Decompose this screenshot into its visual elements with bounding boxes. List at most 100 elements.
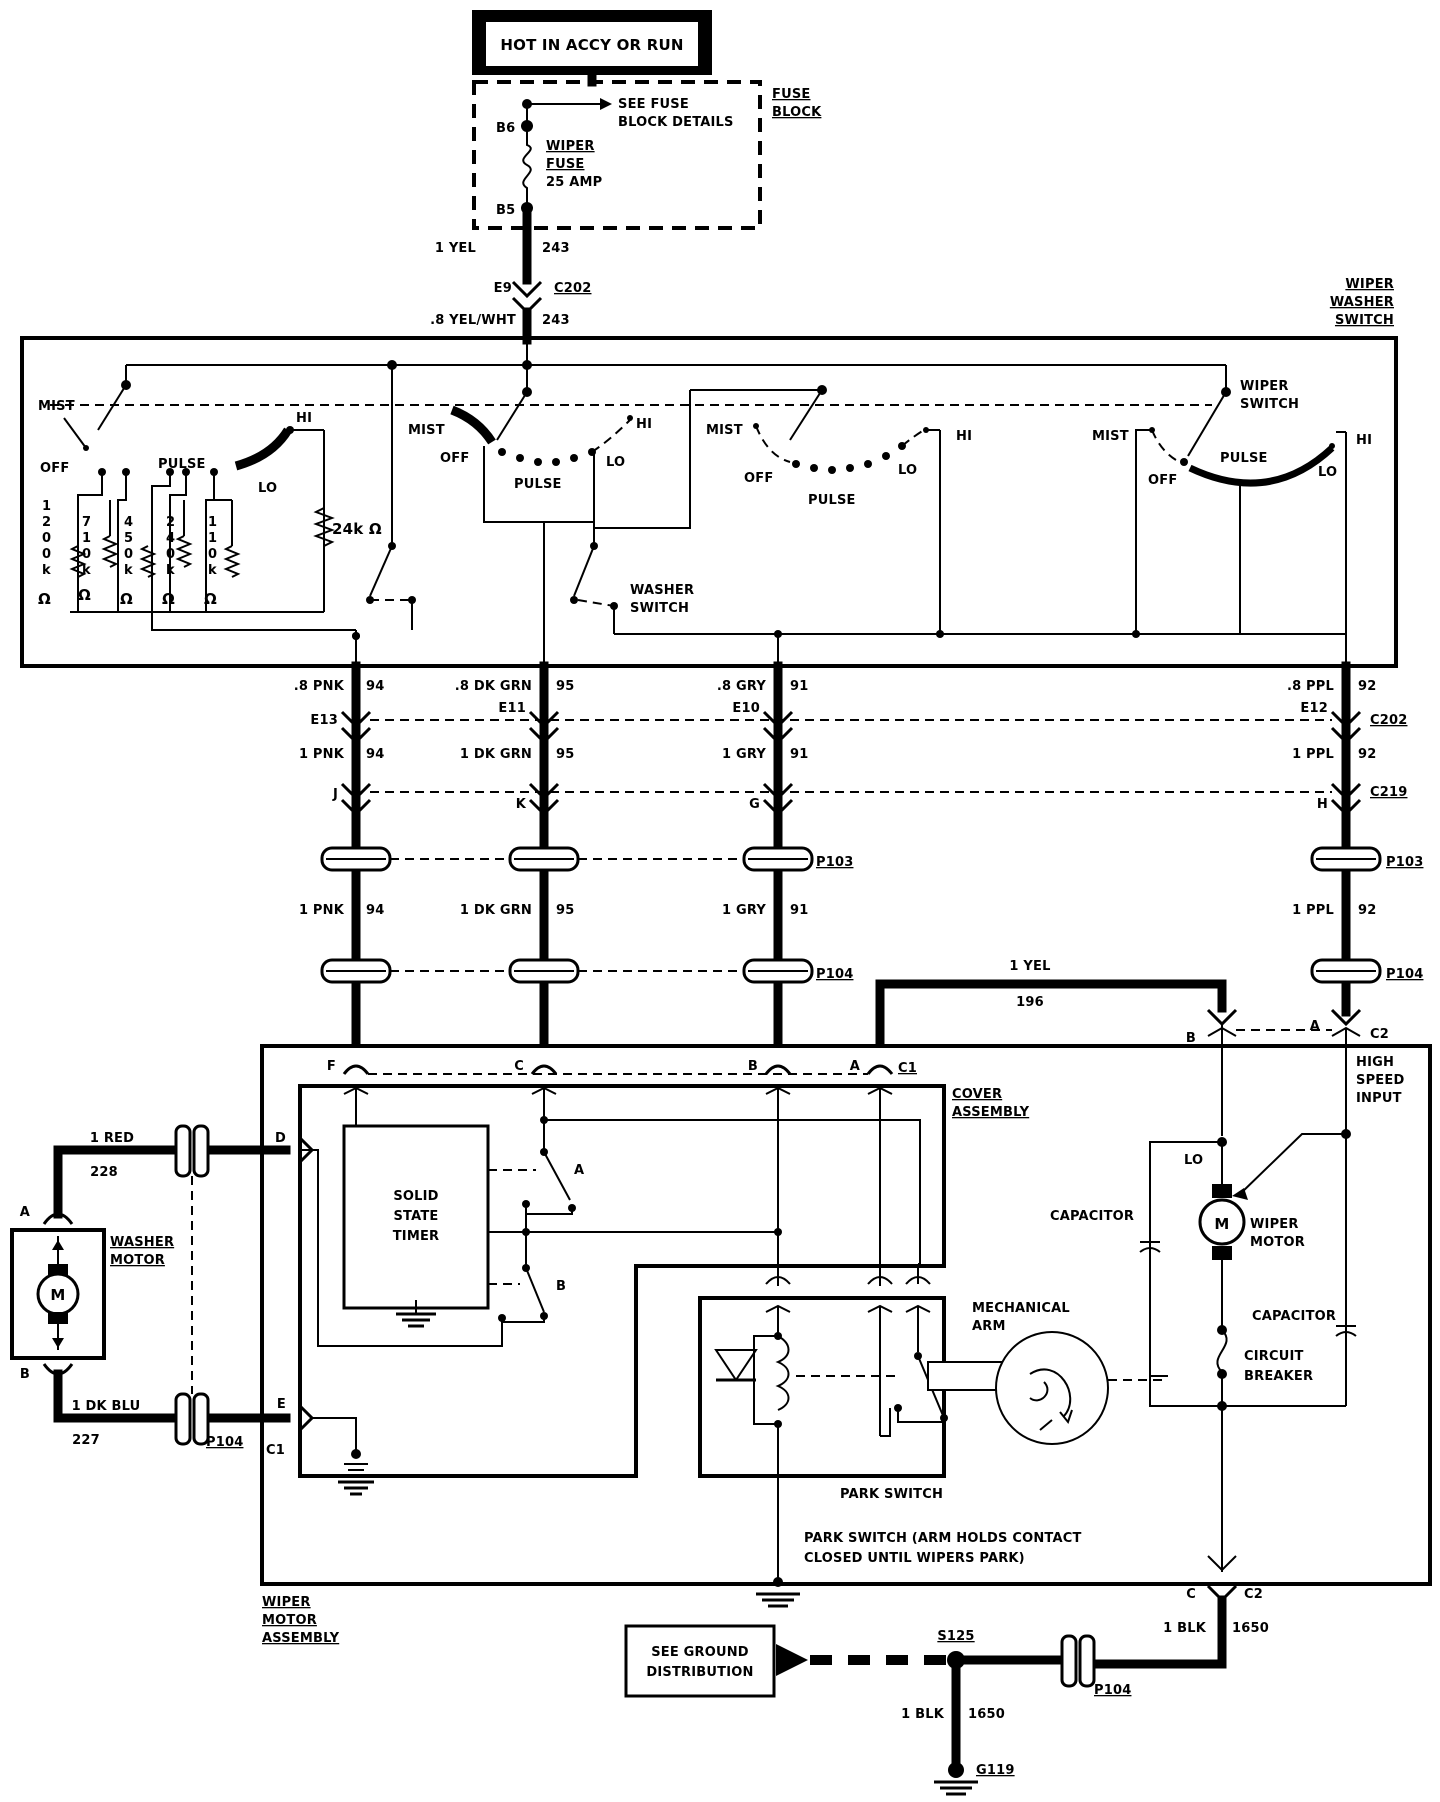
ppl-circuit-3: 92 [1358, 903, 1377, 918]
r3-digit: k [124, 563, 133, 578]
r4-digit: 4 [166, 531, 175, 546]
fuse-block-title-2: BLOCK [772, 105, 822, 120]
r5-digit: 1 [208, 515, 217, 530]
gry-circuit-2: 91 [790, 747, 809, 762]
washer-switch-label-2: SWITCH [630, 601, 689, 616]
washer-pin-a: A [20, 1205, 30, 1220]
sw4-pulse: PULSE [1220, 451, 1268, 466]
r1-digit: k [42, 563, 51, 578]
ppl-c202-pin: E12 [1300, 701, 1328, 716]
r3-digit: 5 [124, 531, 133, 546]
switch-title-3: SWITCH [1335, 313, 1394, 328]
capacitor-label-left: CAPACITOR [1050, 1209, 1134, 1224]
ppl-wire-1: .8 PPL [1287, 679, 1334, 694]
sw2-lo: LO [606, 455, 625, 470]
pnk-circuit-3: 94 [366, 903, 385, 918]
gry-c219-pin: G [749, 797, 760, 812]
high-speed-3: INPUT [1356, 1091, 1402, 1106]
pnk-wire-2: 1 PNK [299, 747, 345, 762]
p104-grommets: P104 P104 [320, 958, 1423, 984]
p104-label: P104 [816, 967, 853, 982]
sw2-hi: HI [636, 417, 652, 432]
fuse-pin-b6: B6 [496, 121, 515, 136]
washer-p104-label: P104 [206, 1435, 243, 1450]
r1-digit: 2 [42, 515, 51, 530]
r1-digit: 1 [42, 499, 51, 514]
r3-digit: 0 [124, 547, 133, 562]
sw3-off: OFF [744, 471, 773, 486]
ground-distribution: SEE GROUND DISTRIBUTION S125 P104 1 BLK … [624, 1624, 1131, 1796]
sw1-hi: HI [296, 411, 312, 426]
park-switch-label: PARK SWITCH [840, 1487, 943, 1502]
jumper-wire-circuit: 196 [1016, 995, 1044, 1010]
pnk-circuit-2: 94 [366, 747, 385, 762]
harness-column-ppl: .8 PPL 92 E12 1 PPL 92 H 1 PPL 92 [1287, 661, 1377, 1017]
washer-red-color: 1 RED [90, 1131, 134, 1146]
gry-c202-pin: E10 [732, 701, 760, 716]
c1-pin-a: A [850, 1059, 860, 1074]
hot-in-accy-label: HOT IN ACCY OR RUN [500, 36, 683, 54]
c1-pin-f: F [327, 1059, 336, 1074]
sw4-off: OFF [1148, 473, 1177, 488]
r3-digit: 4 [124, 515, 133, 530]
sw3-mist: MIST [706, 423, 743, 438]
wiper-fuse-label-3: 25 AMP [546, 175, 602, 190]
wiper-fuse-label-2: FUSE [546, 157, 584, 172]
high-speed-1: HIGH [1356, 1055, 1394, 1070]
washer-motor-letter: M [50, 1286, 65, 1304]
fuse-symbol [522, 126, 532, 208]
sw1-off: OFF [40, 461, 69, 476]
relay-b-label: B [556, 1279, 566, 1294]
dkgrn-circuit-3: 95 [556, 903, 575, 918]
ground-p104-label: P104 [1094, 1683, 1131, 1698]
motor-assembly-title-3: ASSEMBLY [262, 1631, 340, 1646]
sw4-lo: LO [1318, 465, 1337, 480]
r2-digit: 7 [82, 515, 91, 530]
pnk-wire-1: .8 PNK [294, 679, 345, 694]
sw1-lo: LO [258, 481, 277, 496]
dkgrn-wire-3: 1 DK GRN [460, 903, 532, 918]
washer-motor-title-1: WASHER [110, 1235, 174, 1250]
hot-in-accy-box: HOT IN ACCY OR RUN [472, 10, 712, 75]
high-speed-2: SPEED [1356, 1073, 1404, 1088]
dkgrn-c219-pin: K [516, 797, 527, 812]
fuse-block-title-1: FUSE [772, 87, 810, 102]
ppl-circuit-1: 92 [1358, 679, 1377, 694]
r1-digit: 0 [42, 531, 51, 546]
r4-digit: 2 [166, 515, 175, 530]
c202-pin-e9: E9 [494, 281, 512, 296]
wiper-motor-letter: M [1214, 1215, 1229, 1233]
wiper-fuse-label-1: WIPER [546, 139, 595, 154]
r4-unit: Ω [162, 590, 175, 608]
ground-wire-circuit: 1650 [968, 1707, 1005, 1722]
cover-assembly-1: COVER [952, 1087, 1002, 1102]
motor-pin-e: E [277, 1397, 286, 1412]
jumper-196: 1 YEL 196 [875, 959, 1227, 1047]
ppl-c219-pin: H [1317, 797, 1328, 812]
r4-digit: 0 [166, 547, 175, 562]
relay-a-label: A [574, 1163, 584, 1178]
fuse-see-details-1: SEE FUSE [618, 97, 689, 112]
ground-g119: G119 [976, 1763, 1015, 1778]
ground-wire-color-top: 1 BLK [1163, 1621, 1207, 1636]
pnk-c219-pin: J [332, 787, 338, 802]
gry-wire-1: .8 GRY [717, 679, 766, 694]
capacitor-label-right: CAPACITOR [1252, 1309, 1336, 1324]
breaker-label-2: BREAKER [1244, 1369, 1313, 1384]
motor-assembly-title-2: MOTOR [262, 1613, 317, 1628]
breaker-label-1: CIRCUIT [1244, 1349, 1304, 1364]
sw4-hi: HI [1356, 433, 1372, 448]
resistor-ladder [69, 468, 356, 631]
gry-wire-3: 1 GRY [722, 903, 766, 918]
resistor-value-labels: 1 2 0 0 k Ω 7 1 0 k Ω 4 5 0 k Ω 2 4 0 k … [38, 499, 217, 608]
motor-assembly-title-1: WIPER [262, 1595, 311, 1610]
cover-assembly-2: ASSEMBLY [952, 1105, 1030, 1120]
timer-label-1: SOLID [393, 1189, 438, 1204]
fuse-block: FUSE BLOCK SEE FUSE BLOCK DETAILS B6 WIP… [472, 80, 822, 230]
see-ground-1: SEE GROUND [651, 1645, 749, 1660]
r5-digit: 1 [208, 531, 217, 546]
c2-pin-a: A [1310, 1019, 1320, 1034]
c202-label-top: C202 [554, 281, 591, 296]
p103-grommets: P103 P103 [320, 846, 1423, 872]
c2-label-top: C2 [1370, 1027, 1389, 1042]
